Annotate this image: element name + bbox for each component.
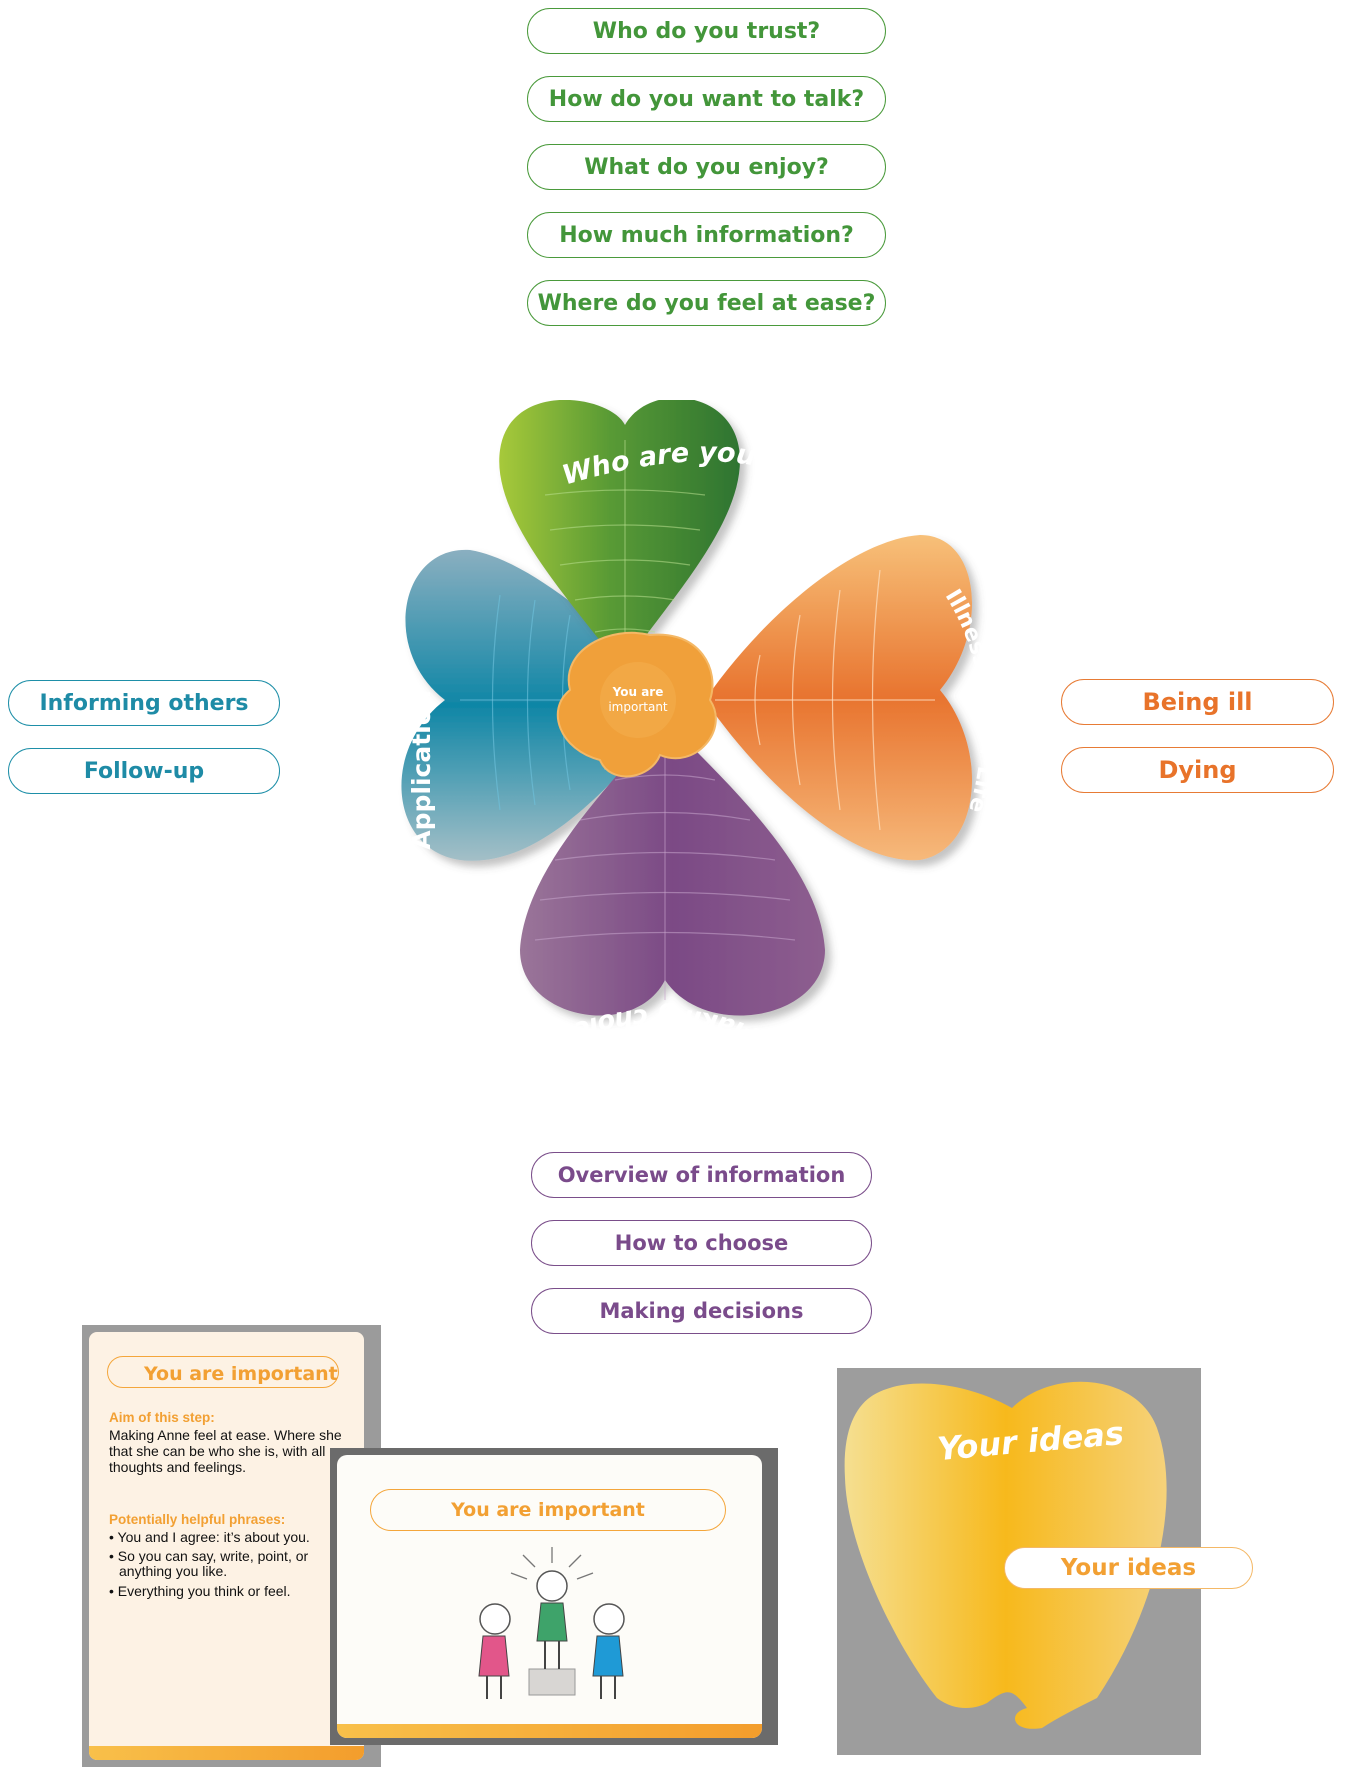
phrase-1: • You and I agree: it’s about you. [109, 1529, 310, 1545]
aim-line-1: Making Anne feel at ease. Where she [109, 1427, 342, 1443]
image-card[interactable]: You are important [337, 1455, 762, 1738]
aim-line-3: thoughts and feelings. [109, 1459, 246, 1475]
center-you-are-important[interactable] [556, 631, 717, 778]
item-overview-of-information[interactable]: Overview of information [531, 1152, 872, 1198]
leaf-illness-end-of-life[interactable] [705, 535, 973, 861]
phrase-2a: • So you can say, write, point, or [109, 1548, 309, 1564]
step-card-title-pill [107, 1356, 339, 1388]
item-how-to-choose[interactable]: How to choose [531, 1220, 872, 1266]
clover-diagram: You are important Who are you? Illness/E… [401, 400, 1001, 1080]
three-people-illustration [478, 1547, 625, 1699]
item-dying[interactable]: Dying [1061, 747, 1334, 793]
your-ideas-leaf [844, 1381, 1167, 1729]
question-how-much-information[interactable]: How much information? [527, 212, 886, 258]
phrase-2b: anything you like. [119, 1563, 228, 1579]
item-being-ill[interactable]: Being ill [1061, 679, 1334, 725]
item-follow-up[interactable]: Follow-up [8, 748, 280, 794]
image-card-title-pill [370, 1489, 726, 1531]
step-card[interactable]: You are important Aim of this step: Maki… [89, 1332, 364, 1760]
center-label-line1: You are [612, 685, 664, 699]
step-card-title: You are important [144, 1363, 338, 1385]
your-ideas-pill[interactable]: Your ideas [1004, 1547, 1253, 1589]
aim-line-2: that she can be who she is, with all [109, 1443, 326, 1459]
question-who-do-you-trust[interactable]: Who do you trust? [527, 8, 886, 54]
phrase-3: • Everything you think or feel. [109, 1583, 291, 1599]
item-making-decisions[interactable]: Making decisions [531, 1288, 872, 1334]
question-how-do-you-want-to-talk[interactable]: How do you want to talk? [527, 76, 886, 122]
leaf-making-choices[interactable] [520, 720, 825, 1016]
label-application: Application [407, 690, 436, 849]
image-card-title: You are important [451, 1499, 645, 1521]
label-making-choices: Making choices [570, 1002, 979, 1080]
question-where-do-you-feel-at-ease[interactable]: Where do you feel at ease? [527, 280, 886, 326]
center-label-line2: important [608, 700, 668, 714]
image-card-footer-bar [337, 1724, 762, 1738]
phrases-heading: Potentially helpful phrases: [109, 1512, 286, 1527]
leaf-who-are-you[interactable] [499, 400, 740, 670]
item-informing-others[interactable]: Informing others [8, 680, 280, 726]
question-what-do-you-enjoy[interactable]: What do you enjoy? [527, 144, 886, 190]
step-card-footer-bar [89, 1746, 364, 1760]
aim-heading: Aim of this step: [109, 1410, 215, 1425]
